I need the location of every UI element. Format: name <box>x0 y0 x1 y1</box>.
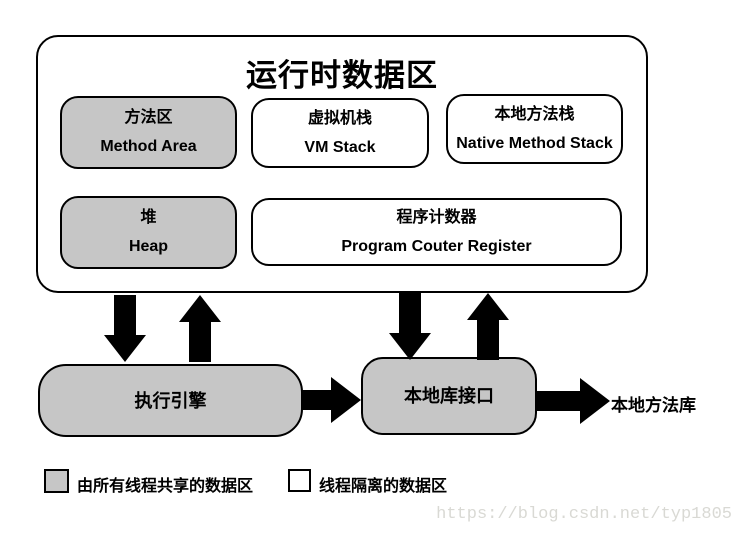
native-method-stack-label-en: Native Method Stack <box>456 134 613 152</box>
legend-isolated-label: 线程隔离的数据区 <box>319 478 448 495</box>
vm-stack-label-en: VM Stack <box>304 138 376 156</box>
box-execution-engine: 执行引擎 <box>38 364 303 437</box>
native-method-stack-label-zh: 本地方法栈 <box>494 105 575 123</box>
pc-register-label-en: Program Couter Register <box>341 237 532 255</box>
arrow-down-icon <box>104 295 146 362</box>
page-title: 运行时数据区 <box>246 58 438 93</box>
arrow-up-icon <box>467 293 509 360</box>
arrow-right-icon <box>537 378 610 424</box>
box-native-library-interface: 本地库接口 <box>361 357 537 435</box>
box-heap: 堆 Heap <box>60 196 237 269</box>
method-area-label-en: Method Area <box>100 138 197 155</box>
arrow-up-icon <box>179 295 221 362</box>
legend-shared-label: 由所有线程共享的数据区 <box>77 478 254 495</box>
box-native-method-stack: 本地方法栈 Native Method Stack <box>446 94 623 164</box>
vm-stack-label-zh: 虚拟机栈 <box>307 109 372 127</box>
box-method-area: 方法区 Method Area <box>60 96 237 169</box>
legend-isolated-swatch <box>288 469 311 492</box>
arrow-right-icon <box>302 377 361 423</box>
execution-engine-label: 执行引擎 <box>134 390 207 411</box>
native-method-library-label: 本地方法库 <box>611 396 696 415</box>
box-vm-stack: 虚拟机栈 VM Stack <box>251 98 429 168</box>
box-program-counter-register: 程序计数器 Program Couter Register <box>251 198 622 266</box>
heap-label-en: Heap <box>128 238 169 255</box>
pc-register-label-zh: 程序计数器 <box>396 208 477 226</box>
arrow-down-icon <box>389 293 431 360</box>
native-library-interface-label: 本地库接口 <box>404 386 494 406</box>
method-area-label-zh: 方法区 <box>124 109 173 126</box>
legend-shared-swatch <box>44 469 69 493</box>
heap-label-zh: 堆 <box>140 209 157 226</box>
watermark: https://blog.csdn.net/typ1805 <box>436 505 732 524</box>
